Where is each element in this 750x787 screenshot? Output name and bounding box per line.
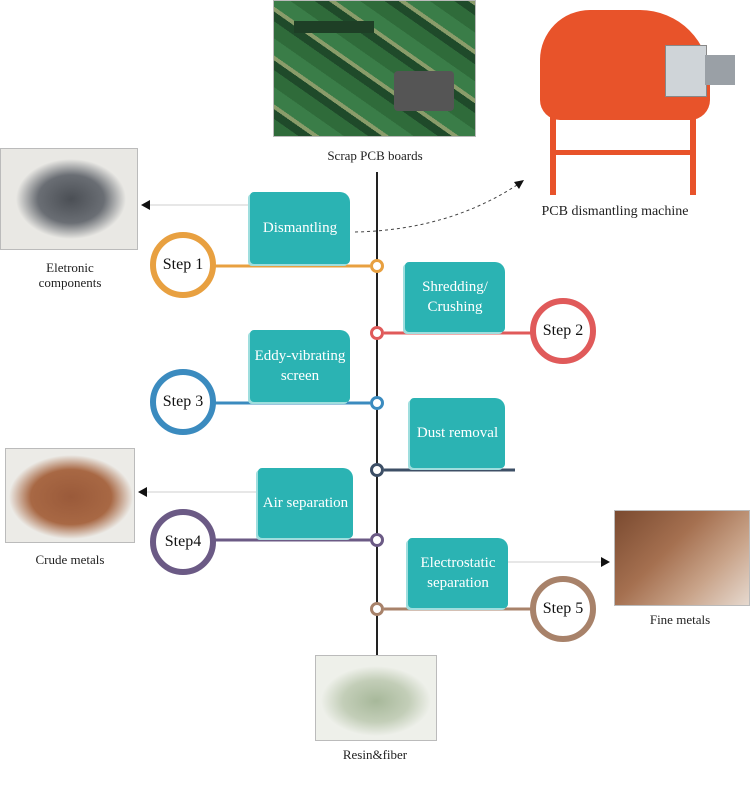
- dismantling-machine-photo: [520, 0, 740, 195]
- dust-removal-label: Dust removal: [416, 425, 499, 441]
- crude-metals-caption: Crude metals: [35, 552, 105, 567]
- step1-circle: Step 1: [150, 232, 216, 298]
- step5-node: [370, 602, 384, 616]
- step1-text: Step 1: [162, 256, 204, 273]
- step2-label: Shredding/ Crushing: [422, 279, 488, 315]
- step2-circle: Step 2: [530, 298, 596, 364]
- step3-node: [370, 396, 384, 410]
- scrap-pcb-caption: Scrap PCB boards: [327, 148, 423, 163]
- step2-text: Step 2: [542, 322, 584, 339]
- fine-metals-photo: [614, 510, 750, 606]
- step5-arrowhead: [601, 557, 610, 567]
- resin-fiber-caption: Resin&fiber: [342, 747, 408, 762]
- dust-removal-box: Dust removal: [410, 398, 505, 468]
- step1-dismantling-box: Dismantling: [250, 192, 350, 264]
- scrap-pcb-photo: [273, 0, 476, 137]
- machine-arrowhead: [514, 180, 524, 189]
- step2-shredding-box: Shredding/ Crushing: [405, 262, 505, 332]
- step4-text: Step4: [164, 533, 202, 550]
- step1-label: Dismantling: [262, 220, 338, 236]
- resin-fiber-photo: [315, 655, 437, 741]
- step4-node: [370, 533, 384, 547]
- step5-electrostatic-box: Electrostatic separation: [408, 538, 508, 608]
- step4-air-box: Air separation: [258, 468, 353, 538]
- step5-label: Electrostatic separation: [420, 555, 496, 591]
- step3-text: Step 3: [162, 393, 204, 410]
- step5-text: Step 5: [542, 600, 584, 617]
- step4-label: Air separation: [262, 495, 349, 511]
- crude-metals-photo: [5, 448, 135, 543]
- electronic-components-photo: [0, 148, 138, 250]
- dust-node: [370, 463, 384, 477]
- electronic-components-caption: Eletronic components: [38, 260, 102, 290]
- fine-metals-caption: Fine metals: [649, 612, 711, 627]
- step1-arrowhead: [141, 200, 150, 210]
- step3-eddy-box: Eddy-vibrating screen: [250, 330, 350, 402]
- step1-node: [370, 259, 384, 273]
- step4-arrowhead: [138, 487, 147, 497]
- step3-label: Eddy-vibrating screen: [254, 348, 346, 384]
- machine-caption: PCB dismantling machine: [541, 204, 689, 219]
- machine-dashed-link: [354, 182, 521, 233]
- step2-node: [370, 326, 384, 340]
- step3-circle: Step 3: [150, 369, 216, 435]
- step5-circle: Step 5: [530, 576, 596, 642]
- step4-circle: Step4: [150, 509, 216, 575]
